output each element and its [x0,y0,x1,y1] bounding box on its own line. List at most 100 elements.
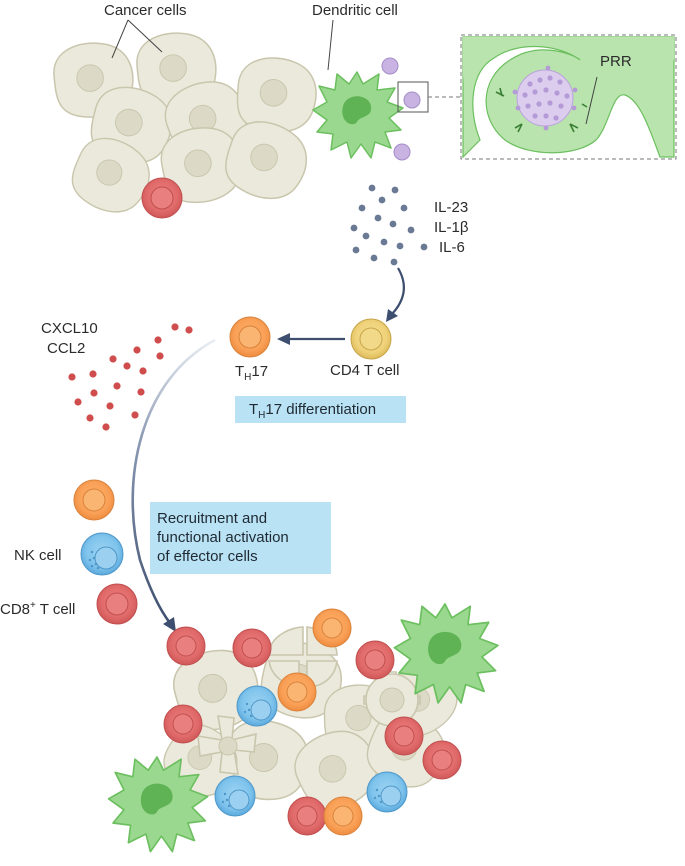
recruitment-box: Recruitment and functional activation of… [150,502,331,574]
t-cell-icon [166,626,206,666]
chemokine-dot-icon [137,388,145,396]
cxcl10-label: CXCL10 [41,320,98,337]
chemokine-dot-icon [185,326,193,334]
cytokine-dot-icon [400,204,408,212]
cytokine-dot-icon [380,238,388,246]
t-cell-icon [422,740,462,780]
cytokine-dot-icon [391,186,399,194]
recruitment-arrow [131,338,216,624]
t-cell-icon [355,640,395,680]
chemokine-dot-icon [154,336,162,344]
dendritic-cell-icon [107,756,209,853]
cytokine-dot-icon [370,254,378,262]
th17-tail: 17 [251,363,269,380]
prr-pointer [585,76,598,125]
il23-label: IL-23 [434,199,469,216]
dendritic-cell-label: Dendritic cell [312,2,398,19]
cytokine-dot-icon [389,220,397,228]
cytokine-dot-icon [362,232,370,240]
tumor-cluster-bottom [151,608,469,836]
chemokine-cluster [68,323,193,431]
dendritic-cell-icon [312,71,404,159]
chemokine-dot-icon [109,355,117,363]
th17-diff-tail: 17 differentiation [265,401,377,418]
cytokine-dot-icon [358,204,366,212]
il6-label: IL-6 [439,239,465,256]
chemokine-dot-icon [102,423,110,431]
chemokine-dot-icon [106,402,114,410]
cd8-main: CD8 [0,601,31,618]
cytokine-dot-icon [378,196,386,204]
nk-cell-icon [80,532,124,576]
th17-main: T [235,363,245,380]
antigen-particle-icon [381,57,421,161]
t-cell-icon [96,583,138,625]
dying-cancer-cell-icon [197,715,257,775]
t-cell-icon [384,716,424,756]
prr-inset [460,34,677,160]
th17-differentiation-box: TH17 differentiation [235,396,406,423]
dendritic-cell-icon [393,603,499,704]
cd4-label: CD4 T cell [330,362,400,379]
t-cell-icon [277,672,317,712]
cancer-cell-cluster-top [53,32,323,226]
recruitment-arrow-head [163,617,176,632]
chemokine-dot-icon [171,323,179,331]
t-cell-icon [141,177,183,219]
nk-cell-label: NK cell [14,547,62,564]
cd8-sup: + [30,600,36,611]
cytokine-dot-icon [390,258,398,266]
chemokine-dot-icon [131,411,139,419]
prr-receptor-icon [495,87,588,133]
cytokine-dot-icon [374,214,382,222]
chemokine-dot-icon [89,370,97,378]
chemokine-dot-icon [133,346,141,354]
il1b-label: IL-1β [434,219,469,236]
cancer-cells-label: Cancer cells [104,2,187,19]
th17-diff-sub: H [258,410,266,421]
cytokine-dot-icon [368,184,376,192]
cytokine-dot-icon [352,246,360,254]
t-cell-icon [323,796,363,836]
recruitment-line-3: of effector cells [157,548,258,565]
t-cell-icon [229,316,271,358]
chemokine-dot-icon [139,367,147,375]
th17-label: TH17 [235,363,268,387]
t-cell-icon [350,318,392,360]
t-cell-icon [232,628,272,668]
chemokine-dot-icon [156,352,164,360]
th17-diff-main: T [249,401,259,418]
chemokine-dot-icon [68,373,76,381]
chemokine-dot-icon [123,362,131,370]
arrow-to-th17-head [277,333,290,345]
nk-cell-icon [214,775,256,817]
nk-cell-icon [366,771,408,813]
t-cell-icon [73,479,115,521]
recruitment-line-2: functional activation [157,529,289,546]
cd8-label: CD8+ T cell [0,597,75,619]
chemokine-dot-icon [90,389,98,397]
recruitment-line-1: Recruitment and [157,510,268,527]
dying-cancer-cell-icon [363,671,421,729]
cytokine-dot-icon [407,226,415,234]
chemokine-dot-icon [86,414,94,422]
cytokine-dot-icon [396,242,404,250]
nk-cell-icon [236,685,278,727]
cytokine-cluster [350,184,428,266]
t-cell-icon [287,796,327,836]
chemokine-dot-icon [74,398,82,406]
th17-sub: H [244,372,252,383]
antigen-particle-icon [512,65,578,131]
t-cell-icon [312,608,352,648]
t-cell-icon [163,704,203,744]
cd8-tail: T cell [35,601,76,618]
cytokine-dot-icon [420,243,428,251]
prr-label: PRR [600,53,632,70]
ccl2-label: CCL2 [47,340,86,357]
arrow-to-cd4 [391,267,406,315]
chemokine-dot-icon [113,382,121,390]
cytokine-dot-icon [350,224,358,232]
cancer-cells-pointer [111,19,334,71]
